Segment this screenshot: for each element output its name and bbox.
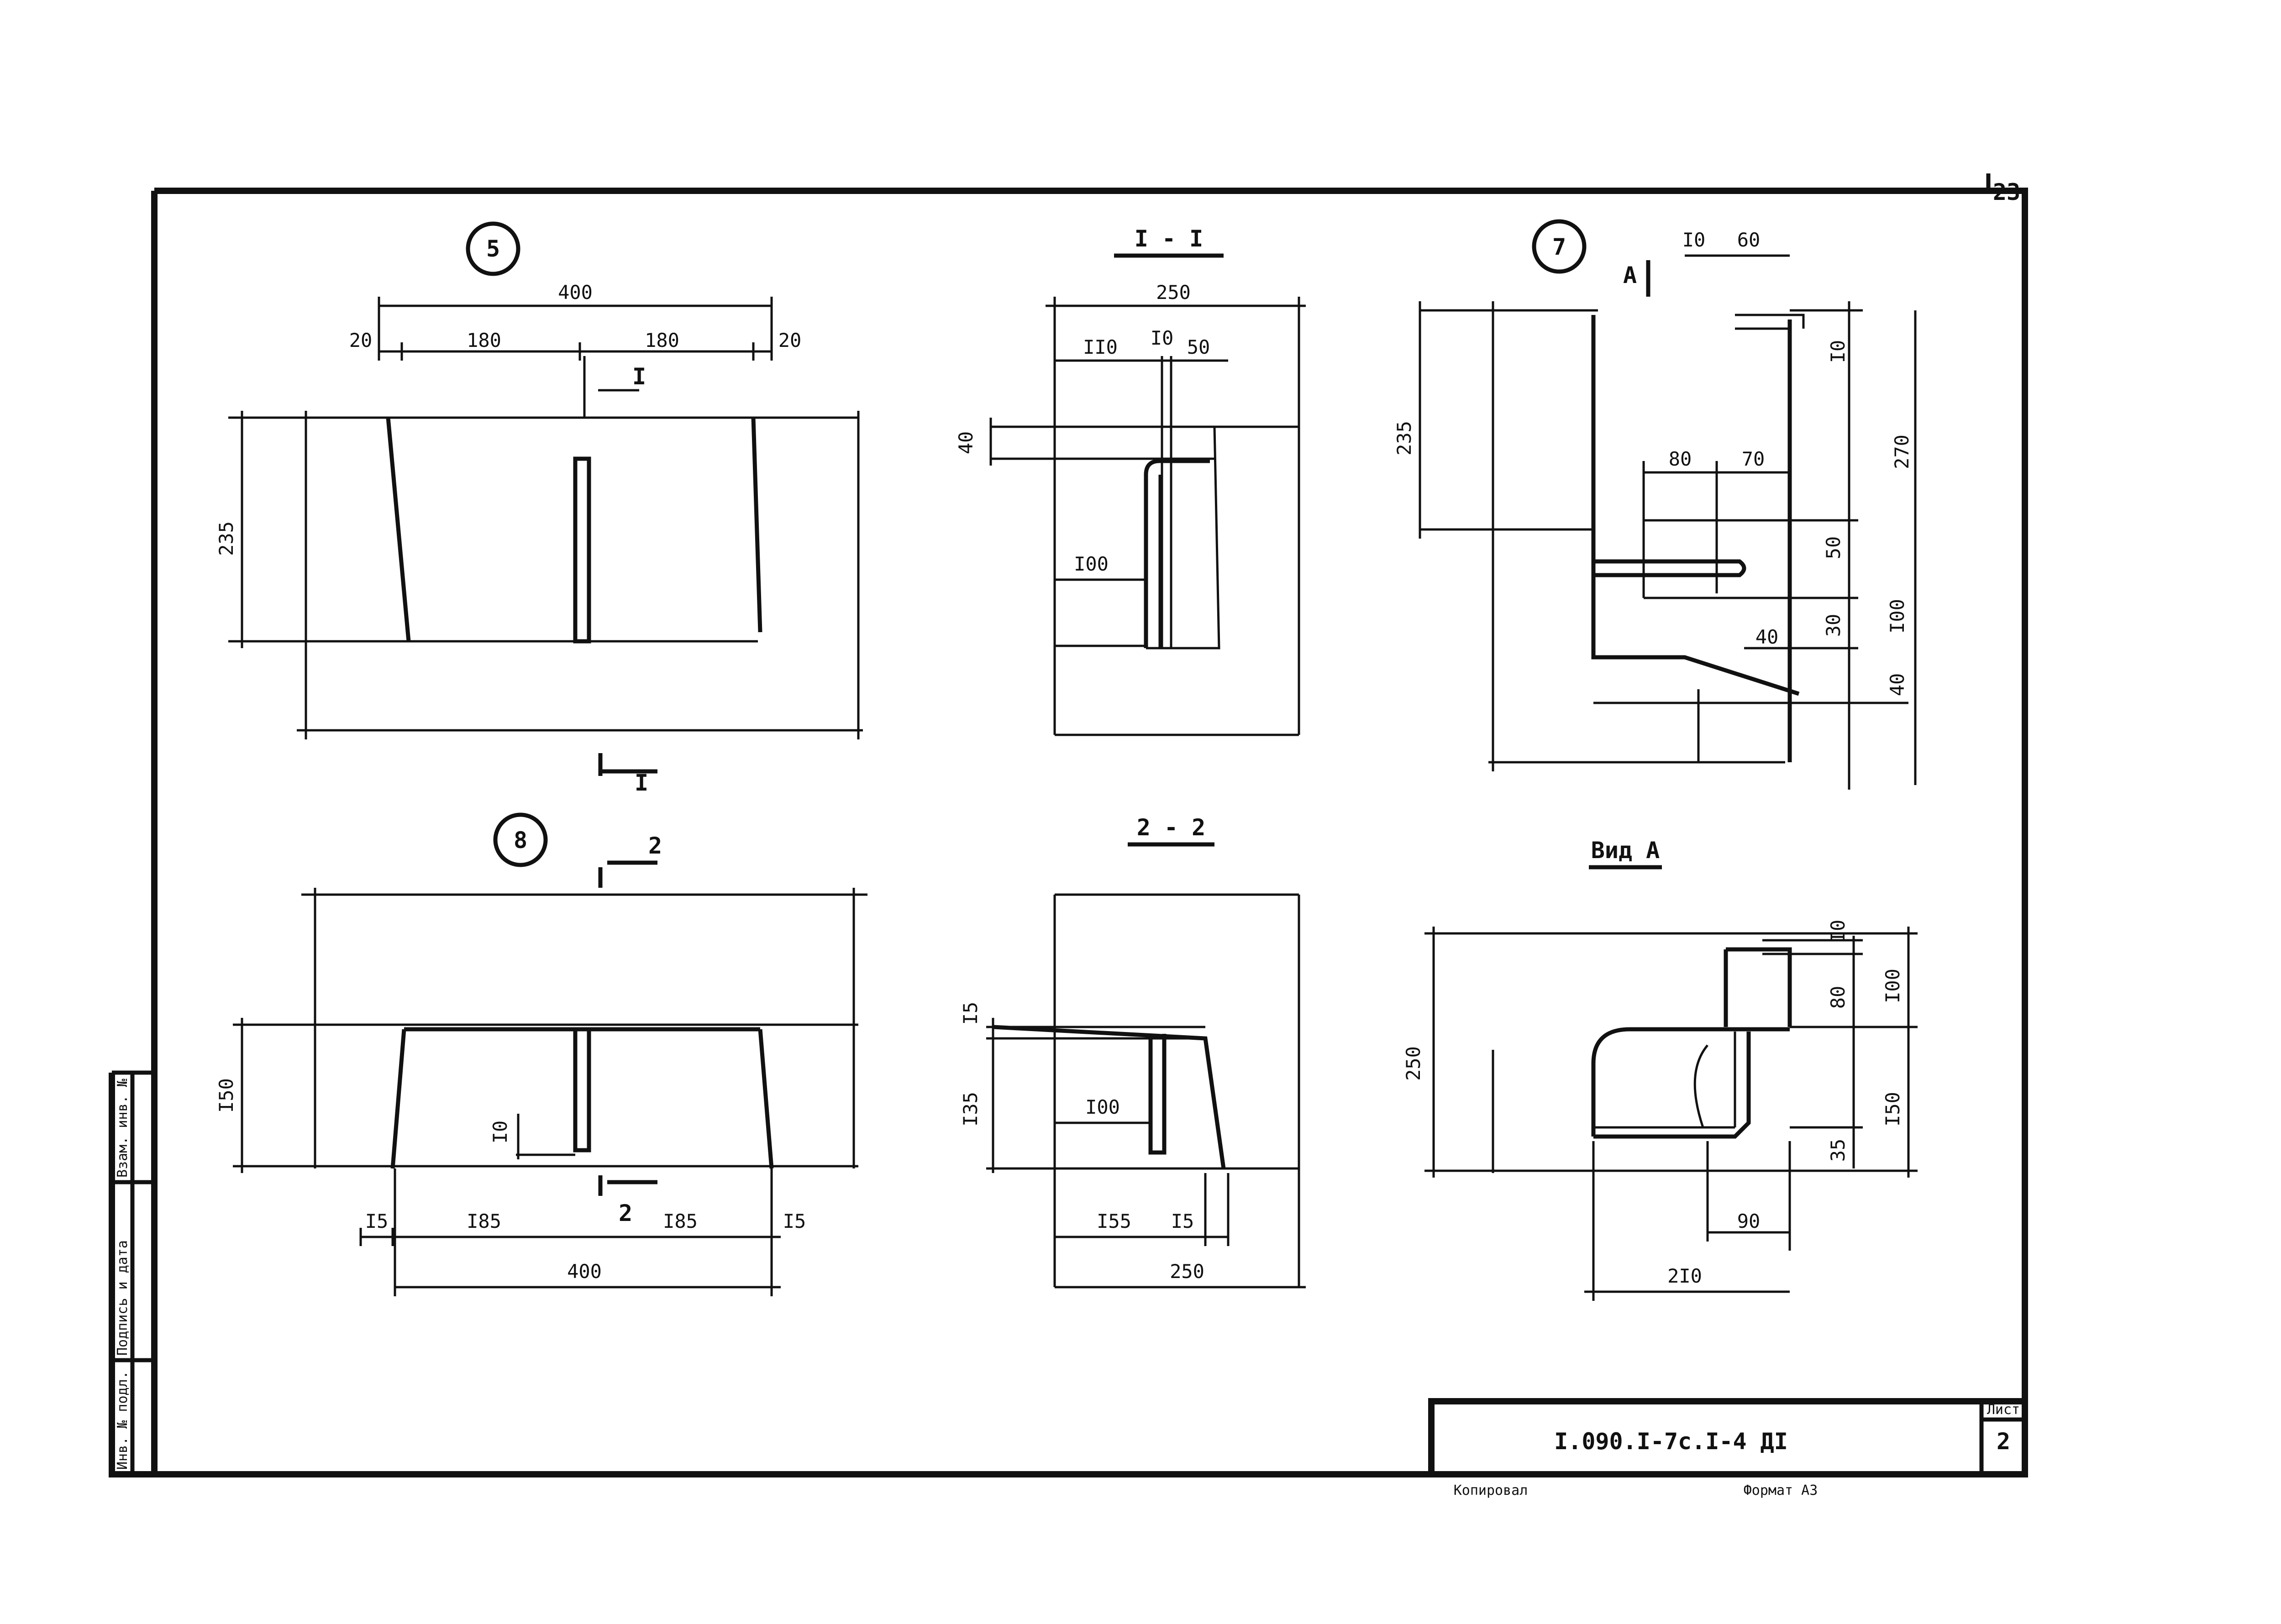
svg-text:180: 180 — [467, 329, 501, 351]
svg-text:40: 40 — [1755, 626, 1779, 648]
svg-text:I: I — [635, 770, 648, 796]
detail-marker-7 — [1532, 219, 1587, 274]
svg-text:7: 7 — [1552, 234, 1566, 260]
svg-text:I85: I85 — [467, 1210, 501, 1232]
svg-text:400: 400 — [558, 281, 593, 304]
svg-text:I50: I50 — [1882, 1092, 1904, 1126]
svg-text:50: 50 — [1187, 336, 1210, 358]
svg-text:2: 2 — [619, 1200, 632, 1226]
sheet-frame: 23 — [109, 173, 2028, 1477]
detail-8: 8 2 I50 I0 2 I5 I85 I85 I5 400 — [215, 812, 867, 1296]
view-a: Вид А 250 I0 80 I00 35 I50 90 2I0 — [1402, 837, 1918, 1301]
svg-text:270: 270 — [1891, 435, 1913, 469]
svg-text:I0: I0 — [1827, 920, 1849, 943]
svg-text:2I0: 2I0 — [1667, 1265, 1702, 1287]
svg-text:I0: I0 — [489, 1121, 511, 1144]
svg-text:I5: I5 — [1171, 1210, 1194, 1232]
svg-text:60: 60 — [1737, 229, 1761, 251]
detail-5: 5 400 20 180 180 20 235 I I — [215, 221, 863, 796]
svg-text:I55: I55 — [1097, 1210, 1131, 1232]
svg-text:I00: I00 — [1085, 1096, 1120, 1118]
svg-text:40: 40 — [1886, 673, 1908, 697]
title-block: I.090.I-7c.I-4 ДI Лист 2 Копировал Форма… — [1428, 1398, 2025, 1498]
svg-text:80: 80 — [1827, 986, 1849, 1009]
svg-text:II0: II0 — [1083, 336, 1118, 358]
svg-text:I0: I0 — [1682, 229, 1706, 251]
svg-text:I00: I00 — [1886, 599, 1908, 634]
svg-text:2: 2 — [648, 833, 662, 859]
svg-text:I5: I5 — [783, 1210, 806, 1232]
svg-text:50: 50 — [1822, 536, 1845, 560]
svg-text:35: 35 — [1827, 1139, 1849, 1162]
section-title: 2 - 2 — [1137, 814, 1206, 841]
section-2-2: 2 - 2 I5 I35 I00 I55 I5 250 — [959, 814, 1306, 1289]
footer-copied: Копировал — [1454, 1483, 1528, 1498]
detail-7: 7 А I0 60 235 I0 270 80 70 50 30 I00 40 … — [1393, 219, 1917, 790]
svg-text:180: 180 — [645, 329, 679, 351]
sheet-label: Лист — [1987, 1402, 2020, 1418]
svg-text:90: 90 — [1737, 1210, 1761, 1232]
svg-text:5: 5 — [486, 236, 500, 262]
view-title: Вид А — [1591, 837, 1660, 864]
sheet-number: 2 — [1997, 1428, 2010, 1455]
stamp-sign: Подпись и дата — [115, 1240, 131, 1356]
section-title: I - I — [1135, 225, 1204, 252]
svg-text:I00: I00 — [1882, 969, 1904, 1003]
stamp-replace: Взам. инв. № — [115, 1079, 131, 1178]
svg-text:I00: I00 — [1074, 553, 1109, 575]
svg-text:20: 20 — [349, 329, 373, 351]
section-1-1: I - I 250 II0 I0 50 40 I00 — [955, 225, 1306, 736]
svg-text:80: 80 — [1669, 448, 1692, 470]
svg-text:40: 40 — [955, 431, 977, 455]
svg-text:250: 250 — [1156, 281, 1191, 304]
svg-text:I5: I5 — [365, 1210, 389, 1232]
svg-text:I: I — [632, 363, 646, 390]
svg-text:I5: I5 — [959, 1002, 982, 1025]
svg-text:250: 250 — [1402, 1046, 1424, 1081]
detail-marker-8 — [493, 812, 548, 867]
view-mark-a: А — [1623, 262, 1637, 288]
stamp-inv: Инв. № подл. — [115, 1371, 131, 1470]
detail-marker-5 — [466, 221, 520, 276]
svg-text:I0: I0 — [1151, 327, 1174, 349]
svg-text:I50: I50 — [215, 1078, 237, 1113]
footer-format: Формат А3 — [1744, 1483, 1818, 1498]
page-number: 23 — [1993, 179, 2020, 205]
side-stamp: Инв. № подл. Подпись и дата Взам. инв. № — [110, 1070, 154, 1474]
svg-text:I0: I0 — [1827, 340, 1849, 363]
svg-text:30: 30 — [1822, 614, 1845, 637]
svg-text:8: 8 — [514, 827, 527, 854]
svg-text:250: 250 — [1170, 1260, 1204, 1283]
svg-text:235: 235 — [1393, 421, 1415, 456]
svg-text:I85: I85 — [663, 1210, 698, 1232]
drawing-code: I.090.I-7c.I-4 ДI — [1554, 1428, 1788, 1455]
svg-text:I35: I35 — [959, 1092, 982, 1126]
svg-text:70: 70 — [1742, 448, 1765, 470]
svg-text:20: 20 — [778, 329, 802, 351]
svg-text:235: 235 — [215, 521, 237, 556]
svg-text:400: 400 — [567, 1260, 602, 1283]
